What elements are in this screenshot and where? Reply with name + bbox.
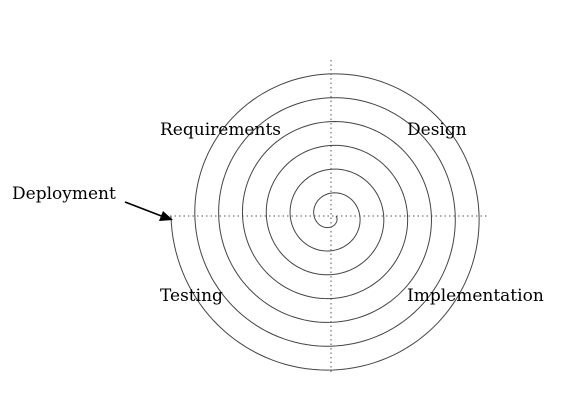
deployment-arrow-line xyxy=(124,201,165,218)
deployment-label: Deployment xyxy=(12,184,116,204)
requirements-label: Requirements xyxy=(160,120,281,140)
implementation-label: Implementation xyxy=(407,286,544,306)
deployment-arrow-head xyxy=(159,211,173,221)
testing-label: Testing xyxy=(160,286,223,306)
spiral-curve xyxy=(170,73,480,371)
design-label: Design xyxy=(407,120,467,140)
